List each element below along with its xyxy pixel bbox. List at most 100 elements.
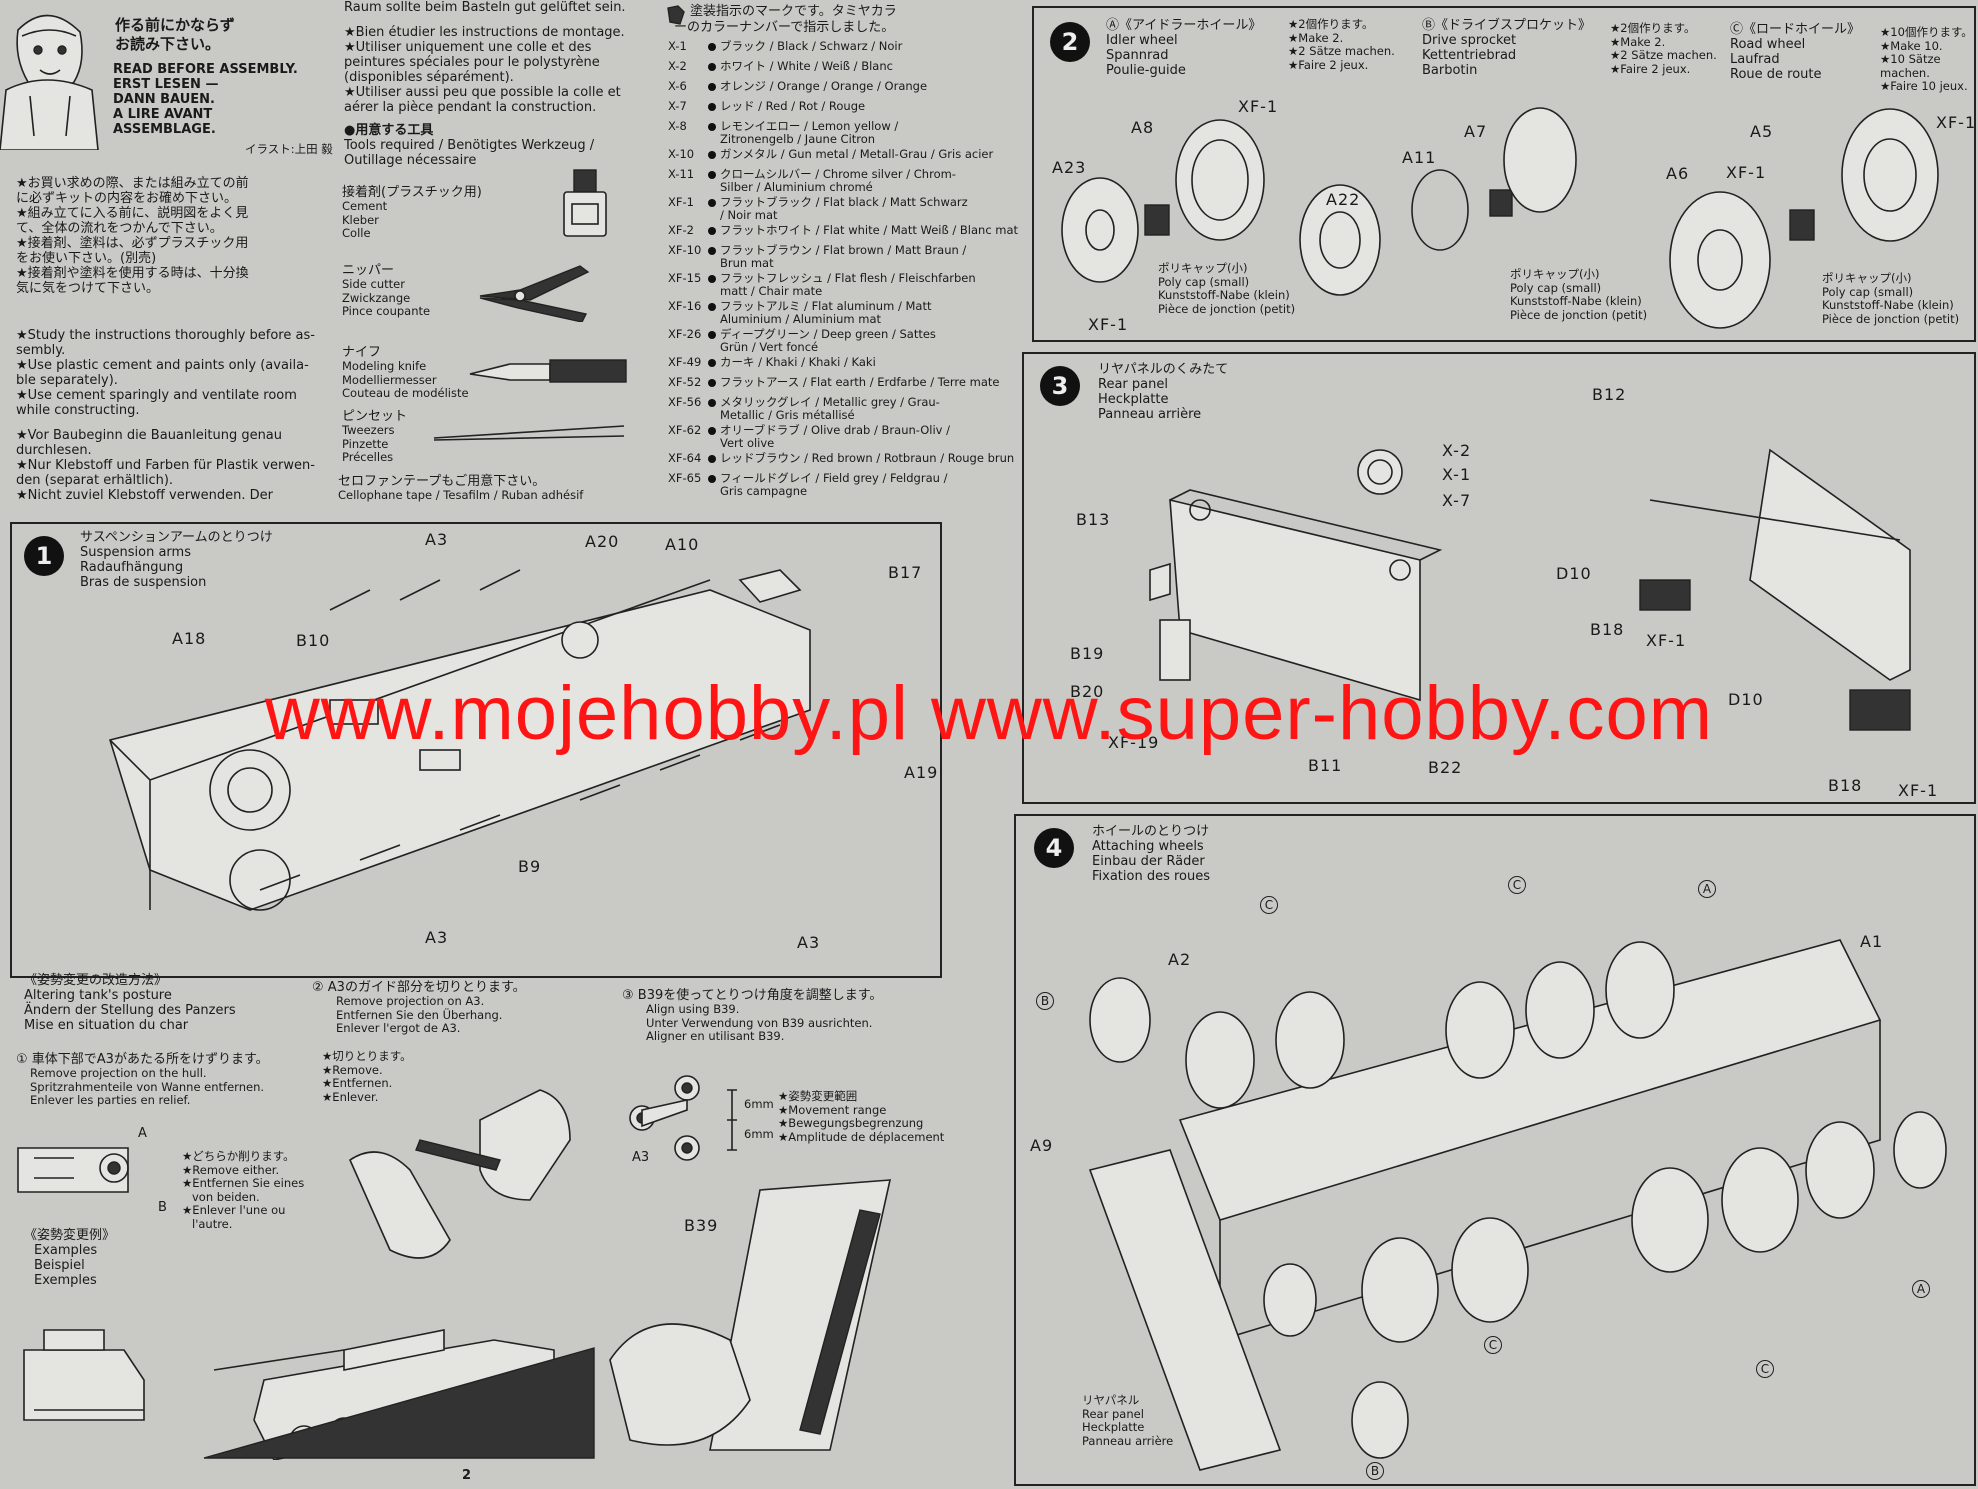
polycap-line: Kunststoff-Nabe (klein) — [1822, 298, 1954, 312]
tools-title-jp: ●用意する工具 — [344, 123, 434, 138]
tool-tweezers: ピンセット Tweezers Pinzette Précelles — [342, 409, 407, 465]
drive-en: Drive sprocket — [1422, 33, 1517, 48]
idler-make-jp: ★2個作ります。 — [1288, 17, 1374, 31]
intro-fr-line: aérer la pièce pendant la construction. — [344, 100, 597, 115]
road-title-jp: Ⓒ《ロードホイール》 — [1730, 22, 1861, 37]
posture-s2-en: Remove projection on A3. — [336, 994, 485, 1008]
part-label-a10: A10 — [665, 535, 700, 554]
tool-knife: ナイフ Modeling knife Modelliermesser Coute… — [342, 345, 469, 401]
polycap-jp: ポリキャップ(小) — [1510, 267, 1600, 281]
tool-cutter-line: Side cutter — [342, 277, 405, 291]
paint-name: クロームシルバー / Chrome silver / Chrom- — [720, 167, 956, 181]
step3-title-en: Rear panel — [1098, 377, 1168, 392]
paint-name: ディープグリーン / Deep green / Sattes — [720, 327, 936, 341]
tool-knife-line: Couteau de modéliste — [342, 386, 469, 400]
posture-s2-fr: Enlever l'ergot de A3. — [336, 1021, 461, 1035]
posture-title-fr: Mise en situation du char — [24, 1018, 189, 1033]
road-make-line: ★Faire 10 jeux. — [1880, 79, 1968, 93]
paint-dot-icon — [708, 359, 716, 367]
paint-code: X-11 — [668, 167, 695, 181]
posture-s1-fr: Enlever les parties en relief. — [30, 1093, 191, 1107]
polycap-line: Kunststoff-Nabe (klein) — [1158, 288, 1290, 302]
mm-label-upper: 6mm — [744, 1097, 774, 1111]
paint-dot-icon — [708, 103, 716, 111]
part-a23: A23 — [1052, 158, 1087, 177]
paint-code: XF-62 — [668, 423, 702, 437]
illustrator-credit: イラスト:上田 毅 — [245, 142, 333, 156]
paint-title-jp-2: ーのカラーナンバーで指示しました。 — [674, 20, 895, 35]
paint-title-jp: 塗装指示のマークです。タミヤカラ — [690, 4, 897, 19]
polycap-note-1: ポリキャップ(小) Poly cap (small) Kunststoff-Na… — [1158, 261, 1295, 316]
paint-name: フラットブラウン / Flat brown / Matt Braun / — [720, 243, 967, 257]
paint-name: オリーブドラブ / Olive drab / Braun-Oliv / — [720, 423, 951, 437]
idler-make-line: ★Faire 2 jeux. — [1288, 57, 1369, 72]
paint-name: ホワイト / White / Weiß / Blanc — [720, 59, 893, 73]
paint-code: XF-52 — [668, 375, 702, 389]
wheel-assembly-diagram — [1088, 939, 1947, 1471]
intro-fr-line: peintures spéciales pour le polystyrène — [344, 55, 600, 70]
step1-title-de: Radaufhängung — [80, 560, 184, 575]
road-make-line: ★10 Sätze machen. — [1880, 52, 1941, 80]
step1-title-fr: Bras de suspension — [80, 575, 207, 590]
either-fr: ★Enlever l'une ou — [182, 1203, 286, 1217]
header-title-fr: A LIRE AVANT ASSEMBLAGE. — [113, 107, 216, 137]
idler-make: ★2個作ります。 ★Make 2. ★2 Sätze machen. ★Fair… — [1288, 17, 1395, 72]
tweezers-icon — [433, 425, 625, 441]
part-a8: A8 — [1131, 118, 1155, 137]
page-number: 2 — [462, 1468, 472, 1483]
intro-jp-line: に必ずキットの内容をお確め下さい。 — [16, 191, 238, 206]
paint-dot-icon — [708, 331, 716, 339]
part-x1: X-1 — [1442, 465, 1472, 484]
marker-c-3: C — [1484, 1336, 1502, 1354]
tool-tape: セロファンテープもご用意下さい。 Cellophane tape / Tesaf… — [338, 474, 583, 503]
posture-step1: ① 車体下部でA3があたる所をけずります。 Remove projection … — [16, 1052, 269, 1108]
watermark-urls: www.mojehobby.pl www.super-hobby.com — [264, 671, 1714, 756]
posture-s1-de: Spritzrahmenteile von Wanne entfernen. — [30, 1079, 265, 1094]
intro-en-line: ★Use cement sparingly and ventilate room — [16, 388, 297, 403]
examples-fr: Exemples — [34, 1273, 97, 1288]
paint-code: XF-64 — [668, 451, 702, 465]
intro-de-line: ★Nur Klebstoff und Farben für Plastik ve… — [16, 458, 315, 473]
intro-en: ★Study the instructions thoroughly befor… — [16, 328, 315, 418]
drive-make: ★2個作ります。 ★Make 2. ★2 Sätze machen. ★Fair… — [1610, 21, 1717, 76]
step3-title-fr: Panneau arrière — [1098, 407, 1202, 422]
paint-name: フィールドグレイ / Field grey / Feldgrau / — [720, 471, 948, 485]
marker-a-lower: A — [1912, 1280, 1930, 1298]
tools-title: Tools required / Benötigtes Werkzeug / — [344, 138, 595, 153]
polycap-jp: ポリキャップ(小) — [1158, 261, 1248, 275]
polycap-note-2: ポリキャップ(小) Poly cap (small) Kunststoff-Na… — [1510, 267, 1647, 322]
label-a: A — [138, 1126, 147, 1141]
wheels-exploded-diagram — [1061, 107, 1939, 329]
idler-header: Ⓐ《アイドラーホイール》 Idler wheel Spannrad Poulie… — [1106, 18, 1261, 78]
part-b20: B20 — [1070, 682, 1105, 701]
paint-name: カーキ / Khaki / Khaki / Kaki — [720, 355, 876, 369]
b39-alignment-illustration — [609, 1179, 892, 1451]
paint-code: X-2 — [668, 59, 687, 73]
part-xf1-d: XF-1 — [1936, 113, 1977, 132]
header-title-en: READ BEFORE ASSEMBLY. — [113, 62, 298, 77]
drive-make-line: ★Faire 2 jeux. — [1610, 61, 1691, 76]
paint-name-cont: Zitronengelb / Jaune Citron — [720, 132, 876, 146]
paint-dot-icon — [708, 275, 716, 283]
intro-jp-line: ★接着剤、塗料は、必ずプラスチック用 — [16, 236, 249, 251]
paint-name: フラットアルミ / Flat aluminum / Matt — [720, 299, 932, 313]
idler-title-jp: Ⓐ《アイドラーホイール》 — [1106, 18, 1262, 33]
posture-either-note: ★どちらか削ります。 ★Remove either. ★Entfernen Si… — [182, 1149, 304, 1231]
drive-header: Ⓑ《ドライブスプロケット》 Drive sprocket Kettentrieb… — [1422, 18, 1591, 78]
step4-number: 4 — [1034, 828, 1074, 868]
posture-step2: ② A3のガイド部分を切りとります。 Remove projection on … — [312, 980, 526, 1036]
posture-range-note: ★姿勢変更範囲 ★Movement range ★Bewegungsbegren… — [778, 1089, 944, 1144]
rear-en: Rear panel — [1082, 1406, 1144, 1421]
road-make-line: ★Make 10. — [1880, 38, 1943, 53]
paint-dot-icon — [708, 227, 716, 235]
tool-knife-line: Modelliermesser — [342, 372, 437, 387]
part-label-a19: A19 — [904, 763, 939, 782]
part-a5: A5 — [1750, 122, 1774, 141]
part-xf1-b: XF-1 — [1088, 315, 1129, 334]
paint-name: オレンジ / Orange / Orange / Orange — [720, 79, 928, 93]
posture-cut-note: ★切りとります。 ★Remove. ★Entfernen. ★Enlever. — [322, 1049, 412, 1104]
paint-dot-icon — [708, 151, 716, 159]
polycap-line: Pièce de jonction (petit) — [1822, 311, 1960, 326]
drive-fr: Barbotin — [1422, 63, 1478, 78]
road-make-jp: ★10個作ります。 — [1880, 25, 1973, 39]
